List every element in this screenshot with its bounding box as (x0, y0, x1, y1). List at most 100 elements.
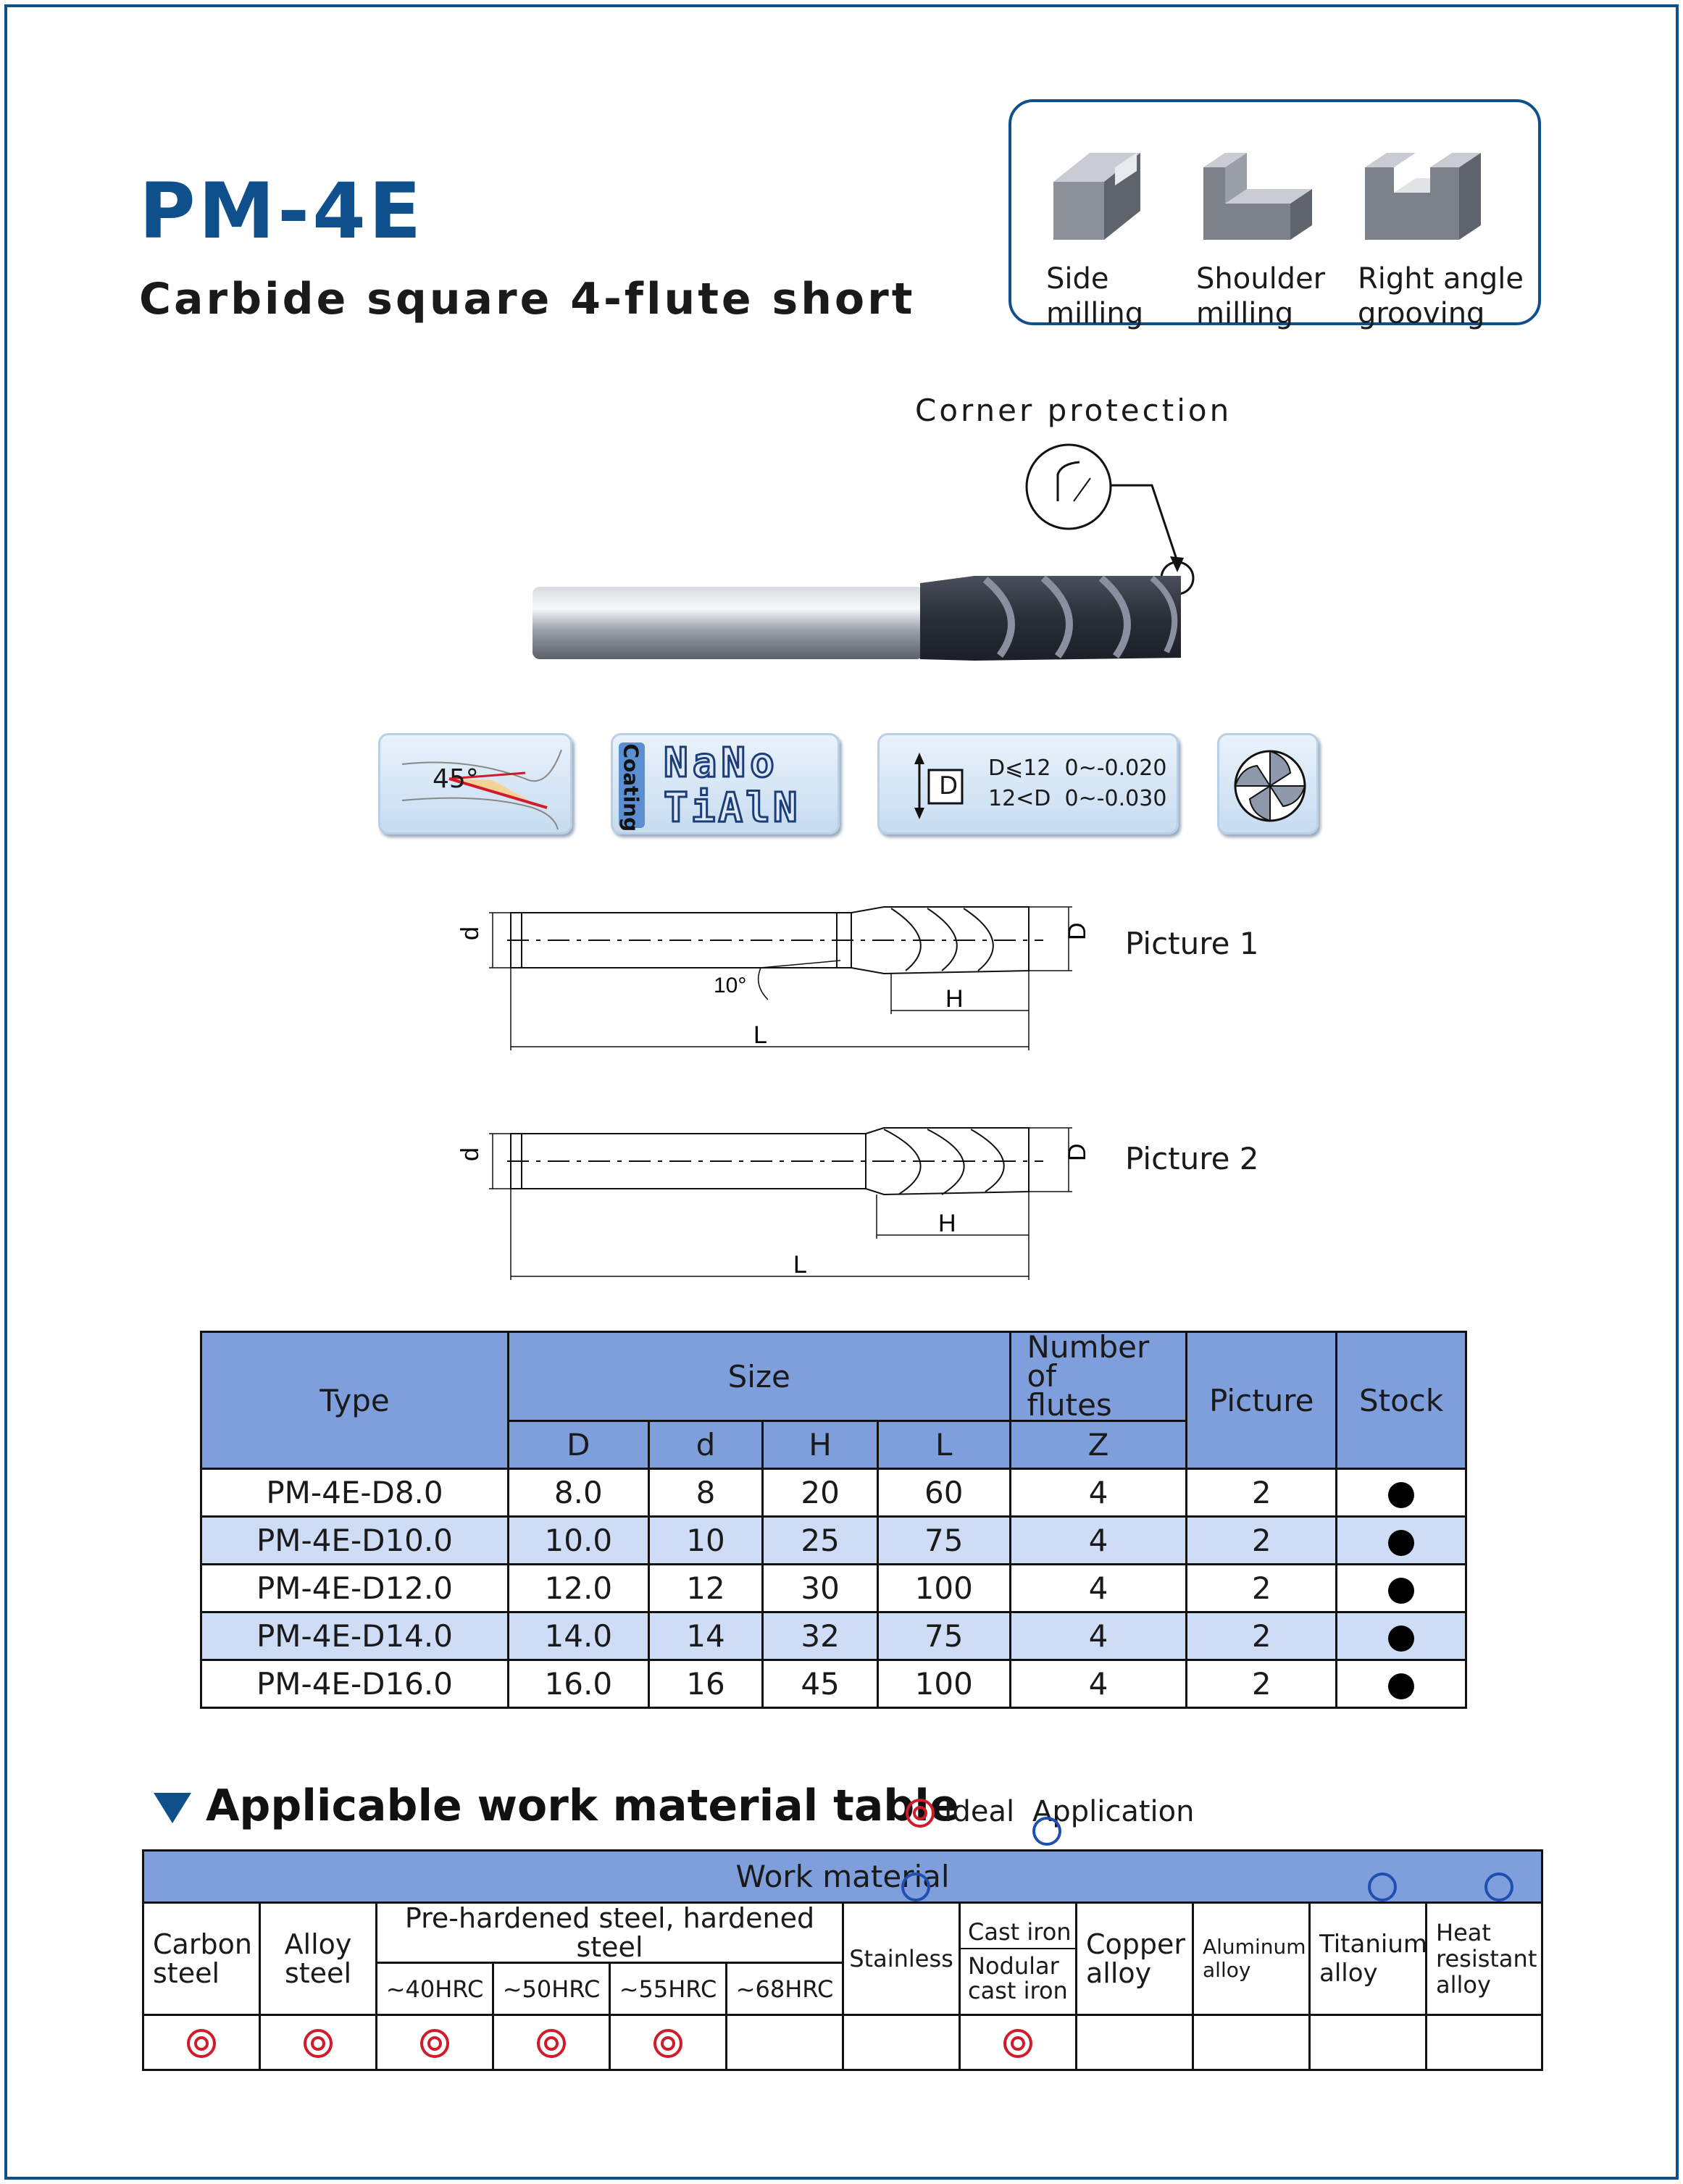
cell-Z: 4 (1008, 1659, 1188, 1709)
cell-L: 100 (876, 1659, 1011, 1709)
shoulder-milling-icon (1203, 153, 1312, 240)
cast-iron: Cast iron (961, 1915, 1075, 1949)
table-row: PM-4E-D14.0 14.0 14 32 75 4 2 (200, 1611, 1467, 1661)
cell-stock (1335, 1563, 1467, 1613)
application-label: Side milling (1046, 262, 1144, 330)
helix-angle-badge: 45° (378, 733, 572, 834)
cell-Z: 4 (1008, 1515, 1188, 1565)
cell-Z: 4 (1008, 1611, 1188, 1661)
cell-L: 60 (876, 1468, 1011, 1518)
dim-d-label: d (456, 926, 484, 940)
ideal-icon (1003, 2028, 1032, 2058)
cell-H: 20 (761, 1468, 879, 1518)
cell-picture: 2 (1185, 1515, 1338, 1565)
cell-L: 100 (876, 1563, 1011, 1613)
rating-cell (492, 2014, 611, 2071)
legend-ideal: Ideal (906, 1795, 1014, 1828)
cell-D: 16.0 (506, 1659, 650, 1709)
header-stock: Stock (1335, 1331, 1467, 1470)
rating-cell (375, 2014, 494, 2071)
tolerance-symbol: D (939, 771, 959, 800)
tolerance-line-2: 12<D 0~-0.030 (988, 786, 1167, 811)
cell-type: PM-4E-D16.0 (200, 1659, 509, 1709)
header-type: Type (200, 1331, 509, 1470)
tolerance-line-1: D⩽12 0~-0.020 (988, 756, 1167, 781)
ideal-icon (187, 2028, 216, 2058)
copper-alloy: Copper alloy (1075, 1901, 1194, 2016)
material-table-title: Applicable work material table (154, 1781, 959, 1831)
dim-D-label: D (1064, 922, 1087, 940)
titanium-alloy: Titanium alloy (1308, 1901, 1427, 2016)
helix-angle-value: 45° (433, 764, 479, 794)
header-picture: Picture (1185, 1331, 1338, 1470)
application-icon (1484, 1872, 1513, 1901)
picture-2-label: Picture 2 (1125, 1141, 1259, 1176)
cell-d: 14 (647, 1611, 764, 1661)
cell-picture: 2 (1185, 1659, 1338, 1709)
table-row: PM-4E-D10.0 10.0 10 25 75 4 2 (200, 1515, 1467, 1565)
application-label: Shoulder milling (1196, 262, 1326, 330)
rating-cell (959, 2014, 1077, 2071)
hrc-40: ~40HRC (375, 1962, 494, 2016)
application-icon (901, 1872, 930, 1901)
rating-cell (609, 2014, 727, 2071)
model-title: PM-4E (139, 167, 425, 256)
cell-D: 10.0 (506, 1515, 650, 1565)
applications-panel: Side milling Shoulder milling Right angl… (1008, 99, 1541, 330)
header-L: L (876, 1420, 1011, 1470)
rating-cell (842, 1872, 961, 2071)
header-d: d (647, 1420, 764, 1470)
alloy-steel: Alloy steel (259, 1901, 377, 2016)
application-label: Right angle grooving (1358, 262, 1524, 330)
application-icon (1368, 1872, 1397, 1901)
cell-d: 10 (647, 1515, 764, 1565)
cell-H: 25 (761, 1515, 879, 1565)
legend-application: Application (1032, 1795, 1195, 1846)
four-flute-badge (1217, 733, 1319, 834)
ideal-icon (653, 2028, 682, 2058)
carbon-steel: Carbon steel (142, 1901, 261, 2016)
rating-cell (1192, 2014, 1311, 2071)
corner-protection-label: Corner protection (915, 393, 1232, 428)
table-row: PM-4E-D12.0 12.0 12 30 100 4 2 (200, 1563, 1467, 1613)
work-material-table: Work material Carbon steel Alloy steel P… (141, 1849, 1544, 2071)
cell-H: 32 (761, 1611, 879, 1661)
header-Z: Z (1008, 1420, 1188, 1470)
cell-H: 45 (761, 1659, 879, 1709)
cell-d: 16 (647, 1659, 764, 1709)
prehardened-steel: Pre-hardened steel, hardened steel (375, 1901, 844, 1964)
technical-drawing-picture-1: d D H L 10° (456, 906, 1087, 1050)
side-milling-icon (1053, 153, 1140, 240)
nodular-cast-iron: Nodular cast iron (968, 1952, 1068, 2004)
rating-cell (142, 2014, 261, 2071)
material-table-title-text: Applicable work material table (206, 1781, 959, 1831)
coating-label: Coating (619, 743, 643, 832)
right-angle-grooving-icon (1365, 153, 1481, 240)
cell-stock (1335, 1468, 1467, 1518)
end-mill-illustration (533, 443, 1195, 661)
dim-L-label: L (753, 1021, 767, 1049)
cell-picture: 2 (1185, 1563, 1338, 1613)
header-H: H (761, 1420, 879, 1470)
header-flutes: Number of flutes (1008, 1331, 1188, 1422)
cell-picture: 2 (1185, 1468, 1338, 1518)
model-subtitle: Carbide square 4-flute short (139, 274, 916, 325)
ideal-icon (906, 1799, 935, 1828)
aluminum-alloy: Aluminum alloy (1192, 1901, 1311, 2016)
heat-resistant-alloy: Heat resistant alloy (1424, 1901, 1544, 2016)
stainless: Stainless (842, 1901, 961, 2016)
rating-cell (259, 2014, 377, 2071)
legend-ideal-label: Ideal (943, 1795, 1015, 1828)
hrc-50: ~50HRC (492, 1962, 611, 2016)
cell-d: 12 (647, 1563, 764, 1613)
hrc-68: ~68HRC (725, 1962, 844, 2016)
cell-D: 8.0 (506, 1468, 650, 1518)
rating-cell (725, 2014, 844, 2071)
coating-badge: Coating NaNo TiAlN (611, 733, 840, 834)
page-frame (4, 4, 1679, 2180)
angle-label: 10° (714, 974, 746, 997)
coating-tialn: TiAlN (663, 784, 801, 833)
cell-stock (1335, 1659, 1467, 1709)
cell-picture: 2 (1185, 1611, 1338, 1661)
in-stock-icon (1388, 1625, 1415, 1652)
